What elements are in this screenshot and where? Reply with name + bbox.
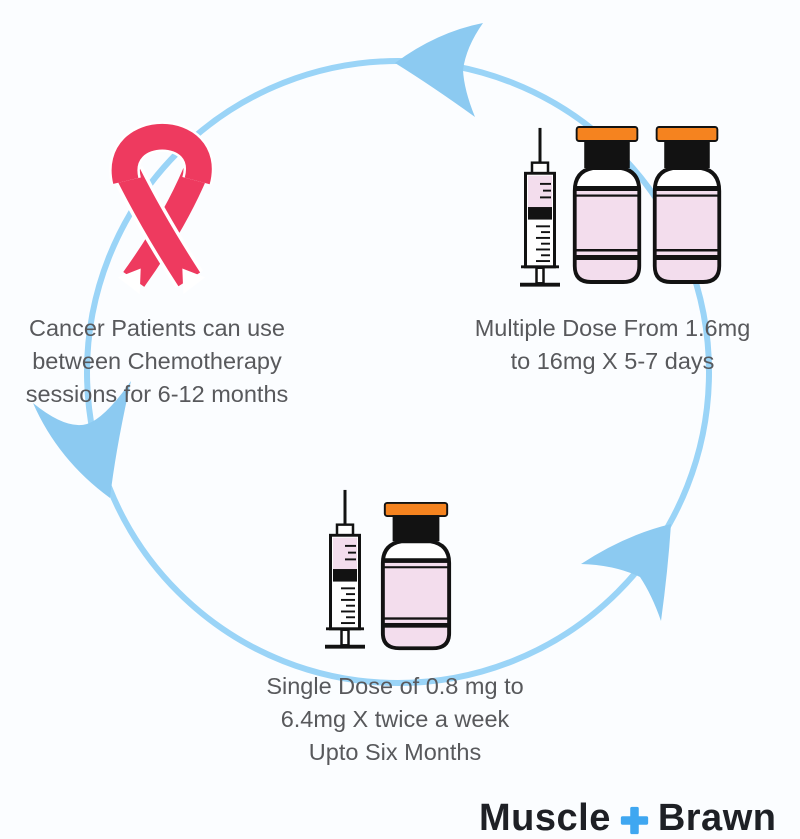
logo-word-muscle: Muscle [479,797,611,839]
vial-icon [380,501,452,651]
cancer-ribbon-icon [109,121,215,295]
step-multiple-dose-text: Multiple Dose From 1.6mg to 16mg X 5-7 d… [455,312,770,378]
syringe-icon [520,127,560,287]
step-cancer-line2: between Chemotherapy [32,348,282,374]
step-cancer-line3: sessions for 6-12 months [25,381,289,407]
cycle-arrow-top-icon [395,23,483,117]
cycle-arrow-bottom-right-icon [581,524,671,621]
step-single-dose-line2: 6.4mg X twice a week [280,706,510,732]
step-multiple-dose-line1: Multiple Dose From 1.6mg [474,315,751,341]
ribbon-right-notch [182,268,206,295]
syringe-icon [325,489,365,649]
muscle-brawn-logo: Muscle Brawn [479,797,776,839]
step-single-dose-text: Single Dose of 0.8 mg to 6.4mg X twice a… [245,670,545,769]
plus-icon [620,806,648,834]
step-cancer-line1: Cancer Patients can use [28,315,286,341]
step-single-dose-line1: Single Dose of 0.8 mg to [266,673,524,699]
vial-icon [572,126,642,284]
step-multiple-dose-line2: to 16mg X 5-7 days [510,348,715,374]
step-cancer-text: Cancer Patients can use between Chemothe… [18,312,296,411]
vial-icon [652,126,722,284]
step-single-dose-line3: Upto Six Months [308,739,482,765]
cycle-arrow-left-icon [33,381,131,498]
ribbon-left-notch [117,268,141,295]
logo-word-brawn: Brawn [657,797,777,839]
